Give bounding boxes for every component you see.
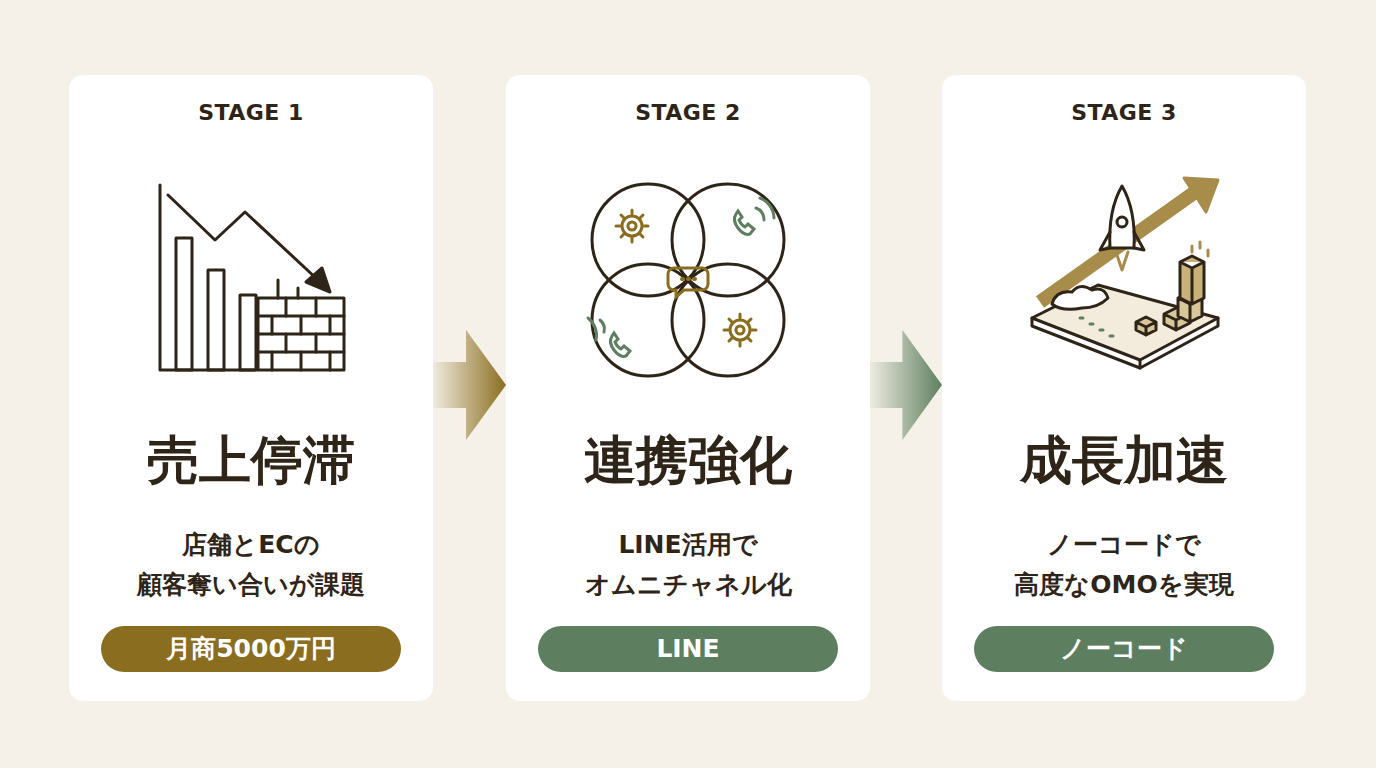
stage-card: STAGE 2 連携強化 LINE活用で オムニチャネル化 LINE: [506, 75, 870, 701]
stage-tag: ノーコード: [974, 626, 1274, 672]
stage-description: 店舗とECの 顧客奪い合いが課題: [69, 525, 433, 605]
stage-card: STAGE 1 売上停滞店舗とECの 顧客奪い合いが課題月商5000万円: [69, 75, 433, 701]
stage-tag: LINE: [538, 626, 838, 672]
stage-title: 連携強化: [506, 429, 870, 491]
stage-label: STAGE 2: [506, 99, 870, 127]
decline-icon: [160, 185, 344, 370]
card-ground: [69, 75, 433, 701]
tag-label: LINE: [656, 634, 719, 664]
stage-title: 売上停滞: [69, 429, 433, 491]
growth-icon: [1032, 178, 1218, 368]
connection-icon: [588, 184, 784, 376]
stage-title: 成長加速: [942, 429, 1306, 491]
stage-description: LINE活用で オムニチャネル化: [506, 525, 870, 605]
stage-label: STAGE 3: [942, 99, 1306, 127]
stage-description: ノーコードで 高度なOMOを実現: [942, 525, 1306, 605]
tag-label: 月商5000万円: [166, 634, 336, 664]
stage-tag: 月商5000万円: [101, 626, 401, 672]
card-ground: [506, 75, 870, 701]
stage-card: STAGE 3 成長加速ノーコードで 高度なOMOを実現ノーコード: [942, 75, 1306, 701]
card-ground: [942, 75, 1306, 701]
stage-arrow: [433, 330, 506, 440]
stage-label: STAGE 1: [69, 99, 433, 127]
stage-arrow: [870, 330, 942, 440]
tag-label: ノーコード: [1060, 634, 1188, 664]
